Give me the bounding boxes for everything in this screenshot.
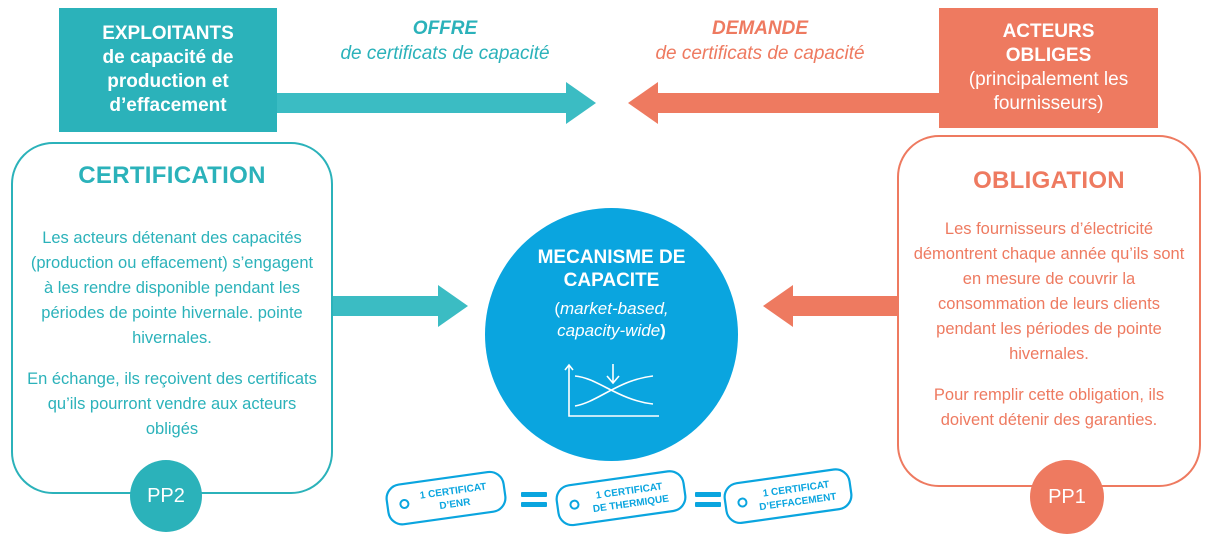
acteurs-line2: OBLIGES xyxy=(1005,45,1092,66)
certificat-enr-tag: 1 CERTIFICAT D’ENR xyxy=(385,470,507,526)
obligation-body: Les fournisseurs d’électricité démontren… xyxy=(913,217,1185,433)
certification-paragraph-2: En échange, ils reçoivent des certificat… xyxy=(27,370,317,438)
certification-to-mechanism-arrow xyxy=(333,285,468,327)
exploitants-line4: d’effacement xyxy=(109,95,227,116)
pp2-badge: PP2 xyxy=(130,460,202,532)
certificat-thermique-tag: 1 CERTIFICAT DE THERMIQUE xyxy=(555,470,687,527)
mecanisme-title: MECANISME DE CAPACITE xyxy=(485,246,738,292)
acteurs-line4: fournisseurs) xyxy=(993,93,1104,114)
offre-subtitle: de certificats de capacité xyxy=(340,43,550,64)
offre-arrow xyxy=(277,82,596,124)
equals-sign-2 xyxy=(695,492,721,508)
mecanisme-subtitle: (market-based, capacity-wide) xyxy=(485,298,738,342)
certification-panel: CERTIFICATION Les acteurs détenant des c… xyxy=(11,142,333,494)
close-paren: ) xyxy=(660,321,666,340)
supply-demand-graph-icon xyxy=(564,363,659,417)
certificat-effacement-tag: 1 CERTIFICAT D’EFFACEMENT xyxy=(723,468,853,525)
obligation-paragraph-1: Les fournisseurs d’électricité démontren… xyxy=(913,220,1185,363)
demande-arrow xyxy=(628,82,939,124)
open-paren: ( xyxy=(554,299,560,318)
exploitants-line1: EXPLOITANTS xyxy=(102,23,234,44)
certification-body: Les acteurs détenant des capacités (prod… xyxy=(27,226,317,442)
demande-subtitle: de certificats de capacité xyxy=(655,43,865,64)
obligation-to-mechanism-arrow xyxy=(763,285,898,327)
exploitants-line3: production et xyxy=(107,71,229,92)
offre-title: OFFRE xyxy=(412,18,478,39)
mecanisme-subtitle-line2: capacity-wide xyxy=(557,321,661,340)
mecanisme-title-line2: CAPACITE xyxy=(563,270,660,291)
demande-label: DEMANDE de certificats de capacité xyxy=(610,16,910,66)
obligation-paragraph-2: Pour remplir cette obligation, ils doive… xyxy=(933,386,1165,429)
certificat-enr-line2: D’ENR xyxy=(439,497,472,512)
acteurs-line3: (principalement les xyxy=(968,69,1129,90)
acteurs-obliges-header: ACTEURS OBLIGES (principalement les four… xyxy=(939,8,1158,128)
offre-label: OFFRE de certificats de capacité xyxy=(300,16,590,66)
pp1-badge: PP1 xyxy=(1030,460,1104,534)
demande-title: DEMANDE xyxy=(711,18,809,39)
obligation-title: OBLIGATION xyxy=(973,167,1125,194)
certification-paragraph-1: Les acteurs détenant des capacités (prod… xyxy=(30,229,314,347)
mecanisme-circle: MECANISME DE CAPACITE (market-based, cap… xyxy=(485,208,738,461)
mecanisme-title-line1: MECANISME DE xyxy=(537,247,686,268)
certification-title: CERTIFICATION xyxy=(78,162,266,189)
exploitants-line2: de capacité de xyxy=(102,47,234,68)
obligation-panel: OBLIGATION Les fournisseurs d’électricit… xyxy=(897,135,1201,487)
acteurs-line1: ACTEURS xyxy=(1002,21,1095,42)
exploitants-header: EXPLOITANTS de capacité de production et… xyxy=(59,8,277,132)
equals-sign-1 xyxy=(521,492,547,508)
mecanisme-subtitle-line1: market-based, xyxy=(560,299,669,318)
